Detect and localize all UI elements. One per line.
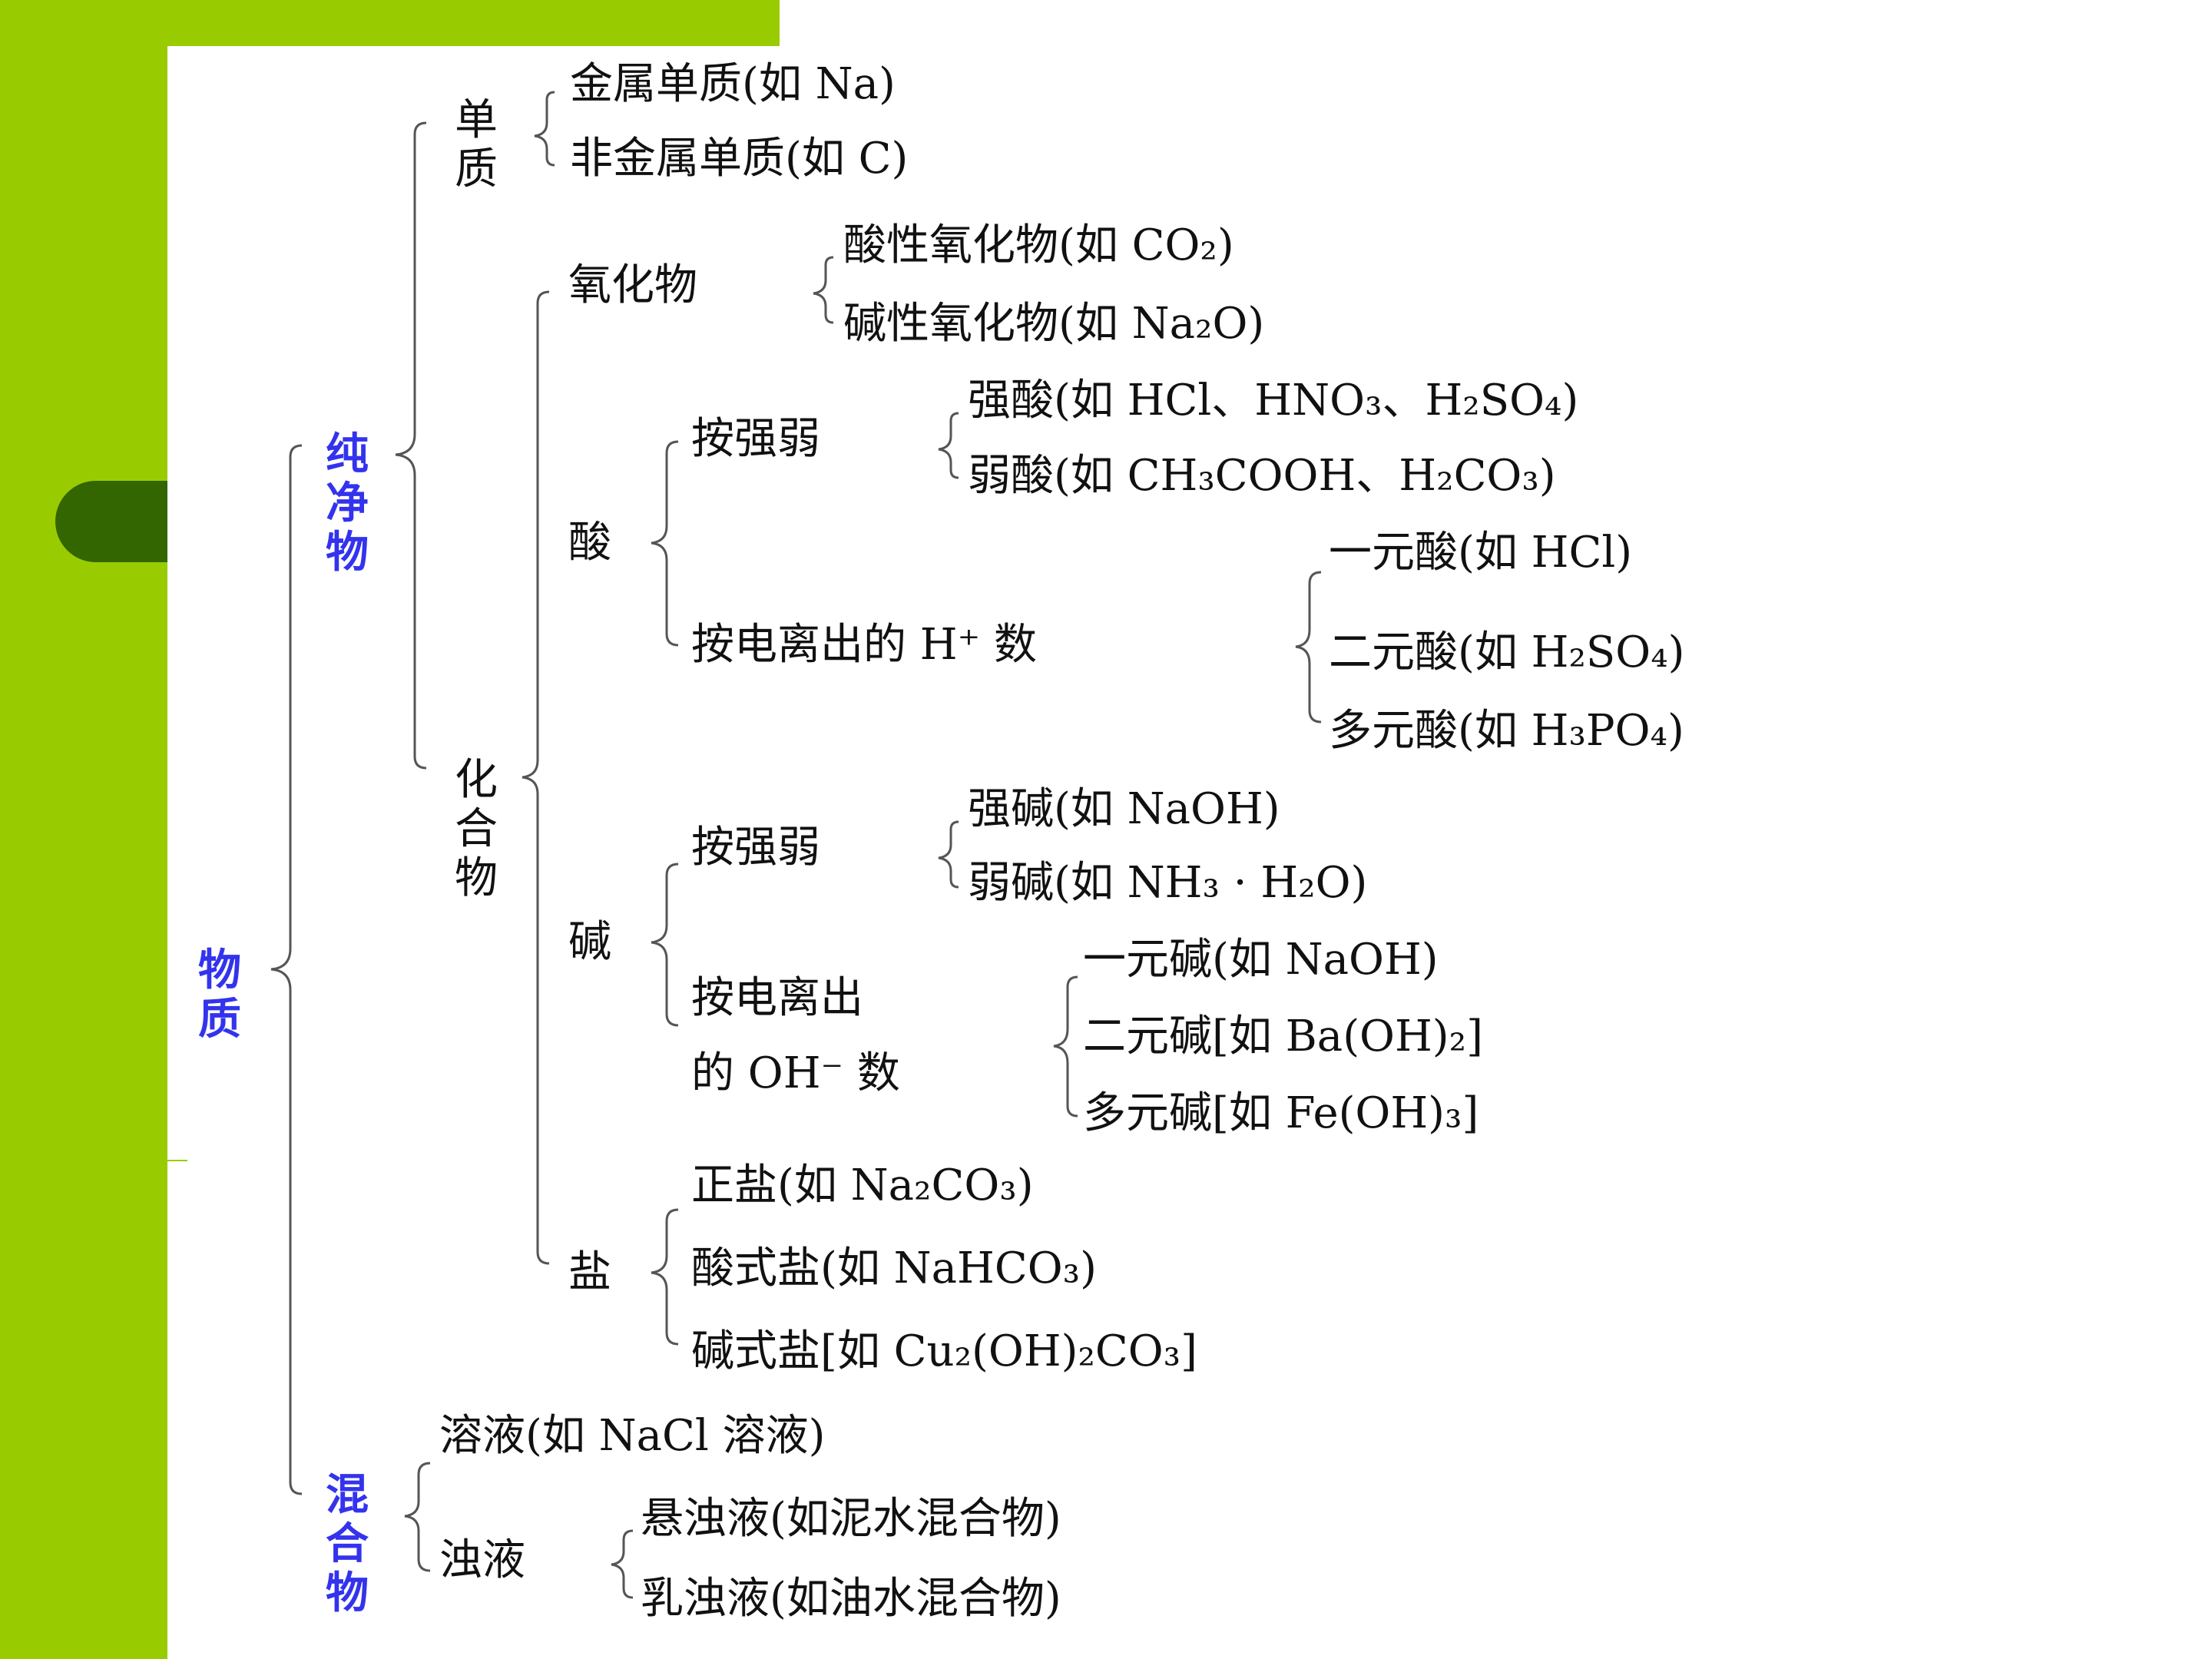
node-acid: 酸 (568, 518, 611, 568)
node-compound: 化合物 (455, 755, 498, 903)
leaf-nonmetal-element: 非金属单质(如 C) (570, 134, 909, 184)
node-turbid-liquid: 浊液 (439, 1535, 525, 1585)
leaf-emulsion: 乳浊液(如油水混合物) (641, 1574, 1061, 1624)
slide-canvas (167, 46, 2212, 1659)
leaf-strong-base: 强碱(如 NaOH) (968, 784, 1280, 834)
leaf-monoprotic-acid: 一元酸(如 HCl) (1329, 528, 1633, 578)
slide-tab-decoration (55, 481, 169, 562)
leaf-acidic-oxide: 酸性氧化物(如 CO₂) (843, 220, 1234, 270)
green-sidebar (0, 0, 167, 1659)
leaf-polybasic-base: 多元碱[如 Fe(OH)₃] (1083, 1088, 1479, 1138)
node-base-by-oh-count-line1: 按电离出 (691, 973, 863, 1023)
leaf-basic-oxide: 碱性氧化物(如 Na₂O) (843, 299, 1265, 349)
node-acid-by-strength: 按强弱 (691, 414, 820, 464)
leaf-suspension: 悬浊液(如泥水混合物) (641, 1494, 1061, 1544)
node-pure-substance: 纯净物 (326, 429, 369, 578)
leaf-acid-salt: 酸式盐(如 NaHCO₃) (691, 1243, 1097, 1293)
green-top-bar (0, 0, 780, 46)
leaf-weak-acid: 弱酸(如 CH₃COOH、H₂CO₃) (968, 451, 1556, 501)
node-substance: 物质 (198, 945, 241, 1045)
leaf-monobasic-base: 一元碱(如 NaOH) (1083, 935, 1439, 985)
node-salt: 盐 (568, 1247, 611, 1297)
leaf-polyprotic-acid: 多元酸(如 H₃PO₄) (1329, 706, 1684, 756)
node-base: 碱 (568, 917, 611, 967)
leaf-diprotic-acid: 二元酸(如 H₂SO₄) (1329, 628, 1685, 677)
leaf-metal-element: 金属单质(如 Na) (570, 59, 896, 109)
node-oxide: 氧化物 (568, 260, 697, 310)
node-base-by-strength: 按强弱 (691, 823, 820, 873)
node-acid-by-h-count: 按电离出的 H⁺ 数 (691, 620, 1037, 670)
leaf-weak-base: 弱碱(如 NH₃ · H₂O) (968, 858, 1368, 908)
node-base-by-oh-count-line2: 的 OH⁻ 数 (691, 1048, 900, 1098)
leaf-normal-salt: 正盐(如 Na₂CO₃) (691, 1161, 1034, 1210)
node-mixture: 混合物 (326, 1470, 369, 1618)
leaf-dibasic-base: 二元碱[如 Ba(OH)₂] (1083, 1012, 1483, 1061)
leaf-solution: 溶液(如 NaCl 溶液) (439, 1411, 826, 1461)
slide-edge-mark (167, 1160, 187, 1161)
leaf-basic-salt: 碱式盐[如 Cu₂(OH)₂CO₃] (691, 1326, 1197, 1376)
leaf-strong-acid: 强酸(如 HCl、HNO₃、H₂SO₄) (968, 376, 1579, 426)
node-elemental-substance: 单质 (455, 95, 498, 194)
